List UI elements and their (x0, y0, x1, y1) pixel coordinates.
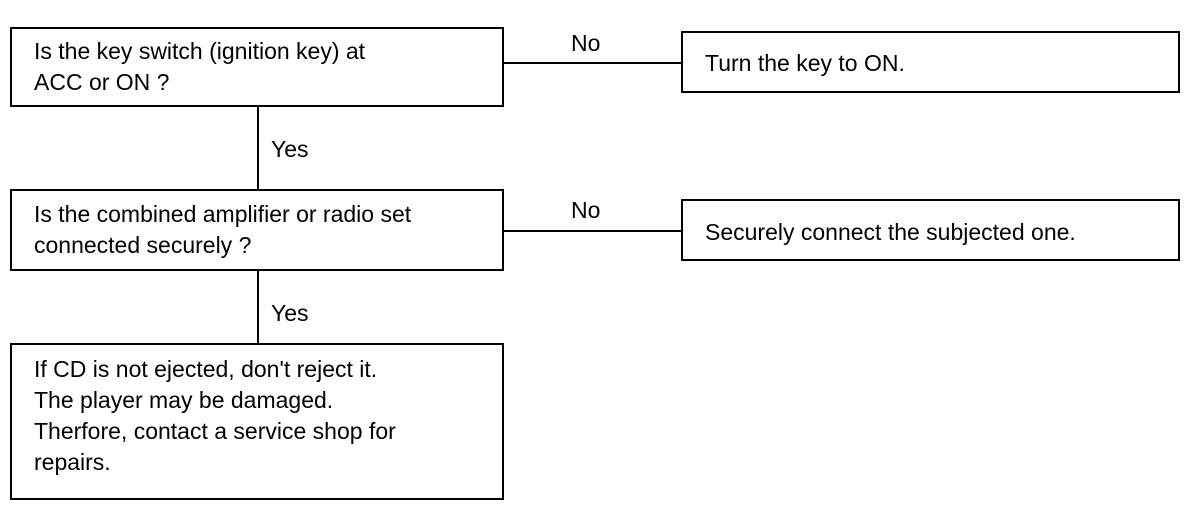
connector-no-2 (504, 230, 681, 232)
action-connect-box: Securely connect the subjected one. (681, 199, 1180, 261)
question-key-switch-box: Is the key switch (ignition key) at ACC … (10, 27, 504, 107)
question-key-switch-text: Is the key switch (ignition key) at ACC … (34, 38, 366, 95)
edge-label-yes-2: Yes (271, 300, 309, 326)
action-turn-key-text: Turn the key to ON. (705, 50, 905, 76)
question-connection-box: Is the combined amplifier or radio set c… (10, 189, 504, 271)
action-turn-key-box: Turn the key to ON. (681, 31, 1180, 93)
edge-label-no-1: No (571, 30, 601, 56)
edge-label-no-2: No (571, 197, 601, 223)
action-connect-text: Securely connect the subjected one. (705, 219, 1076, 245)
connector-yes-1 (257, 107, 259, 189)
edge-label-yes-1: Yes (271, 136, 309, 162)
question-connection-text: Is the combined amplifier or radio set c… (34, 201, 412, 258)
result-contact-service-box: If CD is not ejected, don't reject it. T… (10, 343, 504, 500)
connector-no-1 (504, 62, 681, 64)
result-contact-service-text: If CD is not ejected, don't reject it. T… (34, 356, 396, 475)
connector-yes-2 (257, 271, 259, 343)
